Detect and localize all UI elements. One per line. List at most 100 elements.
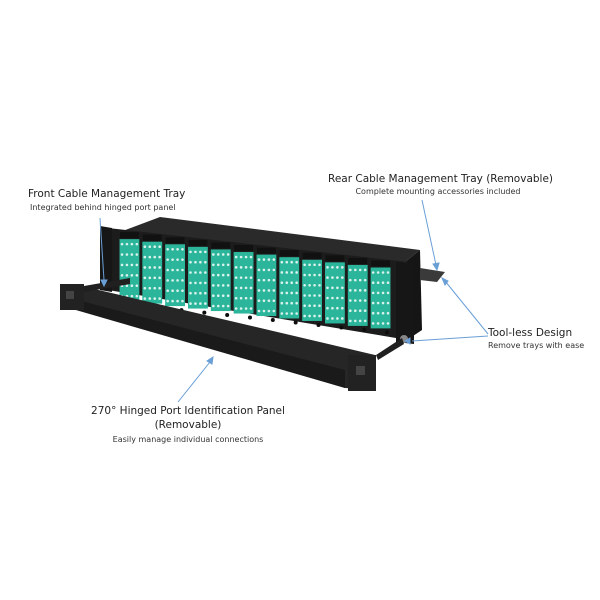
lc-port	[353, 278, 357, 282]
lc-port	[371, 322, 375, 325]
lc-port	[143, 276, 147, 280]
lc-port	[189, 271, 192, 274]
mtp-adapter	[371, 260, 390, 267]
callout-front-cable-tray: Front Cable Management Tray Integrated b…	[28, 188, 185, 212]
lc-port	[216, 253, 220, 256]
lc-port	[135, 242, 139, 246]
lc-port	[262, 278, 266, 282]
lc-port	[194, 260, 197, 264]
lc-port	[341, 286, 344, 290]
lc-port	[171, 258, 174, 261]
lc-port	[239, 255, 243, 259]
lc-port	[331, 276, 334, 279]
lc-port	[381, 271, 385, 274]
lc-port	[336, 306, 339, 310]
lc-port	[176, 289, 179, 293]
lc-port	[135, 274, 139, 277]
lc-port	[336, 317, 339, 320]
lc-port	[226, 294, 230, 298]
lc-port	[353, 299, 357, 302]
lc-port	[358, 319, 362, 323]
lc-port	[148, 266, 152, 269]
lc-port	[176, 279, 179, 282]
lc-port	[244, 286, 248, 290]
callout-subtitle: Easily manage individual connections	[112, 435, 264, 444]
lc-port	[181, 247, 184, 251]
lc-port	[313, 314, 316, 318]
arrow-hinged-panel	[177, 361, 211, 403]
lc-port	[143, 286, 147, 290]
lc-port	[285, 291, 289, 295]
callout-title: Rear Cable Management Tray (Removable)	[328, 173, 554, 185]
lc-port	[318, 304, 321, 308]
cassette	[325, 262, 345, 324]
lc-port	[290, 301, 294, 305]
lc-port	[295, 291, 298, 295]
lc-port	[130, 274, 134, 277]
mtp-adapter	[348, 257, 368, 264]
lc-port	[313, 294, 316, 297]
lc-port	[257, 309, 261, 313]
hinge-arm-left	[84, 278, 130, 292]
lc-port	[326, 276, 329, 279]
arrowhead-hinged-panel	[206, 355, 214, 365]
lc-port	[216, 304, 220, 308]
lc-port	[226, 273, 230, 277]
cassette-latch	[362, 327, 367, 332]
lc-port	[199, 260, 202, 264]
lc-port	[249, 296, 253, 300]
lc-port	[130, 253, 134, 256]
lc-port	[234, 266, 238, 269]
mtp-adapter	[325, 255, 345, 262]
lc-port	[341, 296, 344, 300]
lc-port	[363, 299, 367, 302]
rack-ear-left	[100, 226, 112, 292]
lc-port	[176, 247, 179, 251]
lc-port	[272, 309, 276, 313]
lc-port	[216, 294, 220, 298]
lc-port	[158, 297, 161, 300]
lc-port	[158, 255, 161, 259]
lc-port	[234, 296, 238, 300]
cassette-latch	[248, 315, 252, 320]
lc-port	[280, 271, 284, 274]
lc-port	[318, 263, 321, 267]
lc-port	[153, 266, 157, 269]
lc-port	[130, 242, 134, 246]
lc-port	[204, 281, 207, 285]
lc-port	[143, 297, 147, 300]
lc-port	[239, 276, 243, 279]
lc-port	[262, 268, 266, 272]
lc-port	[204, 291, 207, 295]
lc-port	[371, 311, 375, 315]
lc-port	[349, 289, 352, 292]
lc-port	[358, 289, 362, 292]
lc-port	[318, 283, 321, 287]
lc-port	[212, 284, 215, 287]
lc-port	[341, 266, 344, 269]
lc-port	[212, 304, 215, 308]
lc-port	[376, 291, 380, 295]
lc-port	[226, 284, 230, 287]
lc-port	[331, 306, 334, 310]
callout-subtitle: Integrated behind hinged port panel	[30, 203, 176, 212]
rack-ear-right	[396, 262, 414, 344]
lc-port	[295, 301, 298, 305]
lc-port	[148, 255, 152, 259]
lc-port	[212, 263, 215, 267]
lc-port	[239, 286, 243, 290]
cassette-latch	[385, 330, 389, 335]
lc-port	[386, 271, 390, 274]
callout-title-line1: 270° Hinged Port Identification Panel	[91, 405, 285, 417]
lc-port	[176, 299, 179, 303]
lc-port	[341, 317, 344, 320]
arrowhead-front-tray	[100, 279, 108, 288]
lc-port	[349, 319, 352, 323]
lc-port	[358, 278, 362, 282]
arrow-front-tray	[99, 217, 105, 281]
lc-port	[249, 266, 253, 269]
lc-port	[313, 304, 316, 308]
cassette	[210, 249, 231, 312]
cassette	[119, 239, 140, 302]
